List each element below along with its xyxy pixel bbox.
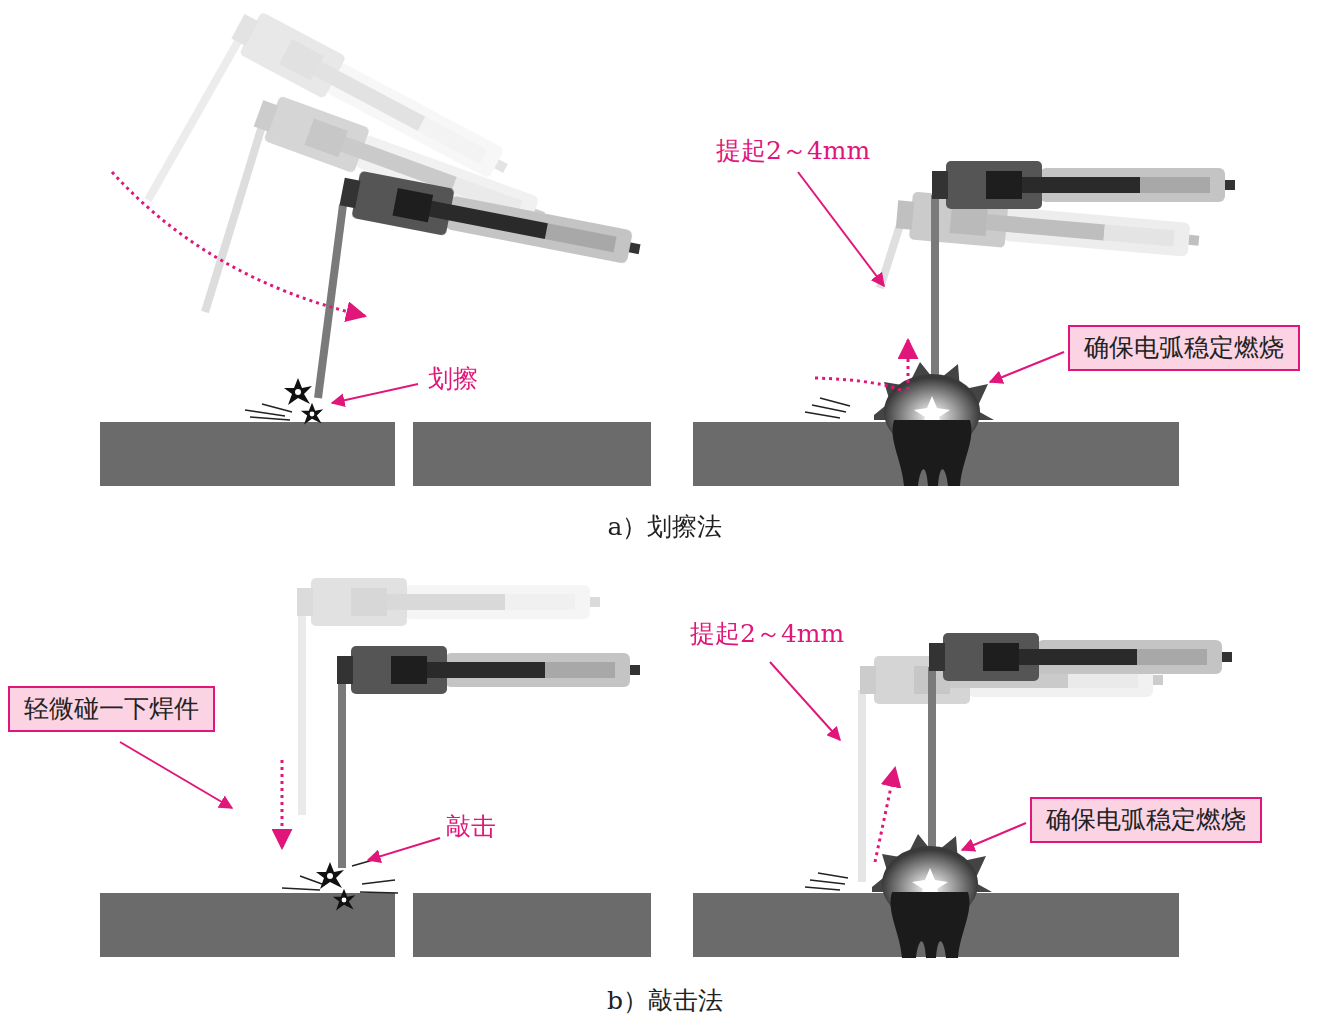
subfigure-caption: a）划擦法	[608, 512, 723, 542]
dimension-label: 提起2～4mm	[716, 136, 870, 166]
callout-text: 确保电弧稳定燃烧	[1046, 805, 1246, 835]
part-label: 敲击	[446, 812, 496, 842]
callout-text: 轻微碰一下焊件	[24, 694, 199, 724]
subfigure-caption: b）敲击法	[607, 986, 723, 1016]
callout-box: 轻微碰一下焊件	[8, 686, 215, 732]
callout-text: 确保电弧稳定燃烧	[1084, 333, 1284, 363]
part-label: 划擦	[428, 364, 478, 394]
callout-box: 确保电弧稳定燃烧	[1030, 797, 1262, 843]
callout-box: 确保电弧稳定燃烧	[1068, 325, 1300, 371]
dimension-label: 提起2～4mm	[690, 619, 844, 649]
